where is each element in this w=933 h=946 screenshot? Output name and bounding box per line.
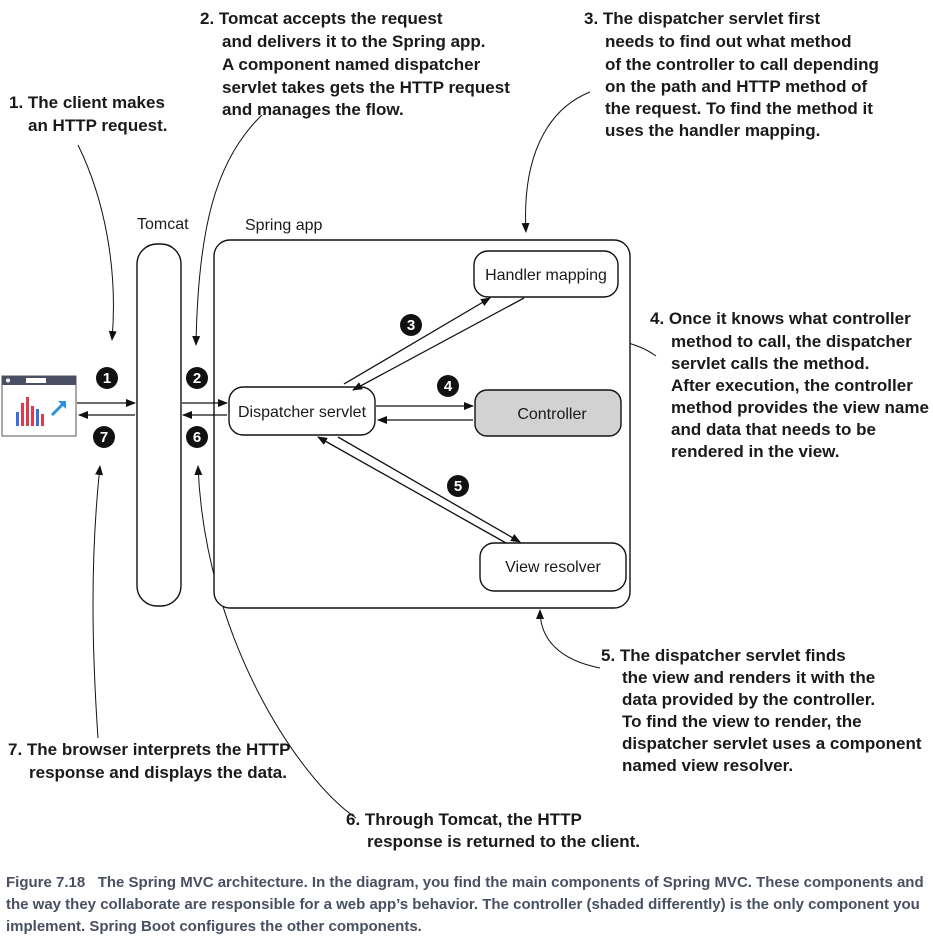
tomcat-box (136, 243, 182, 607)
leader-1 (77, 144, 117, 341)
leader-5 (536, 609, 601, 669)
note-7: 7. The browser interprets the HTTP respo… (8, 740, 295, 782)
svg-text:7: 7 (100, 429, 108, 446)
handler-mapping-label: Handler mapping (485, 267, 607, 284)
arrow-dispatcher-to-handler (343, 297, 491, 385)
leader-2 (192, 114, 263, 346)
note-3: 3. The dispatcher servlet first needs to… (584, 9, 884, 140)
badge-4: 4 (437, 375, 459, 397)
svg-text:6: 6 (193, 429, 201, 446)
badge-7: 7 (93, 426, 115, 448)
leader-7 (92, 465, 104, 739)
note-2: 2. Tomcat accepts the request and delive… (200, 9, 515, 119)
badge-5: 5 (447, 475, 469, 497)
note-1: 1. The client makes an HTTP request. (9, 93, 170, 135)
note-5: 5. The dispatcher servlet finds the view… (601, 646, 926, 775)
tomcat-label: Tomcat (137, 216, 189, 233)
controller-label: Controller (517, 406, 587, 423)
leader-3 (521, 91, 591, 233)
svg-text:2: 2 (193, 370, 201, 387)
dispatcher-servlet-box (228, 386, 376, 436)
svg-text:5: 5 (454, 478, 462, 495)
arrow-handler-to-dispatcher (352, 297, 525, 391)
dispatcher-servlet-label: Dispatcher servlet (238, 404, 367, 421)
svg-text:1: 1 (103, 370, 111, 387)
svg-text:4: 4 (444, 378, 453, 395)
spring-app-label: Spring app (245, 217, 322, 234)
leader-6 (194, 465, 357, 819)
badge-6: 6 (186, 426, 208, 448)
figure-number: Figure 7.18 (6, 874, 86, 891)
handler-mapping-box (473, 250, 619, 298)
arrow-dispatcher-to-view-resolver (337, 436, 521, 543)
note-4: 4. Once it knows what controller method … (650, 309, 933, 461)
note-6: 6. Through Tomcat, the HTTP response is … (346, 810, 640, 851)
svg-text:3: 3 (407, 317, 415, 334)
figure-caption: Figure 7.18 The Spring MVC architecture.… (6, 872, 930, 938)
arrow-view-resolver-to-dispatcher (317, 436, 507, 544)
view-resolver-label: View resolver (505, 559, 601, 576)
figure-caption-text: The Spring MVC architecture. In the diag… (6, 874, 924, 935)
badge-1: 1 (96, 367, 118, 389)
spring-app-container (213, 239, 631, 609)
badge-3: 3 (400, 314, 422, 336)
badge-2: 2 (186, 367, 208, 389)
controller-box (474, 389, 622, 437)
browser-icon (1, 375, 77, 437)
view-resolver-box (479, 542, 627, 592)
